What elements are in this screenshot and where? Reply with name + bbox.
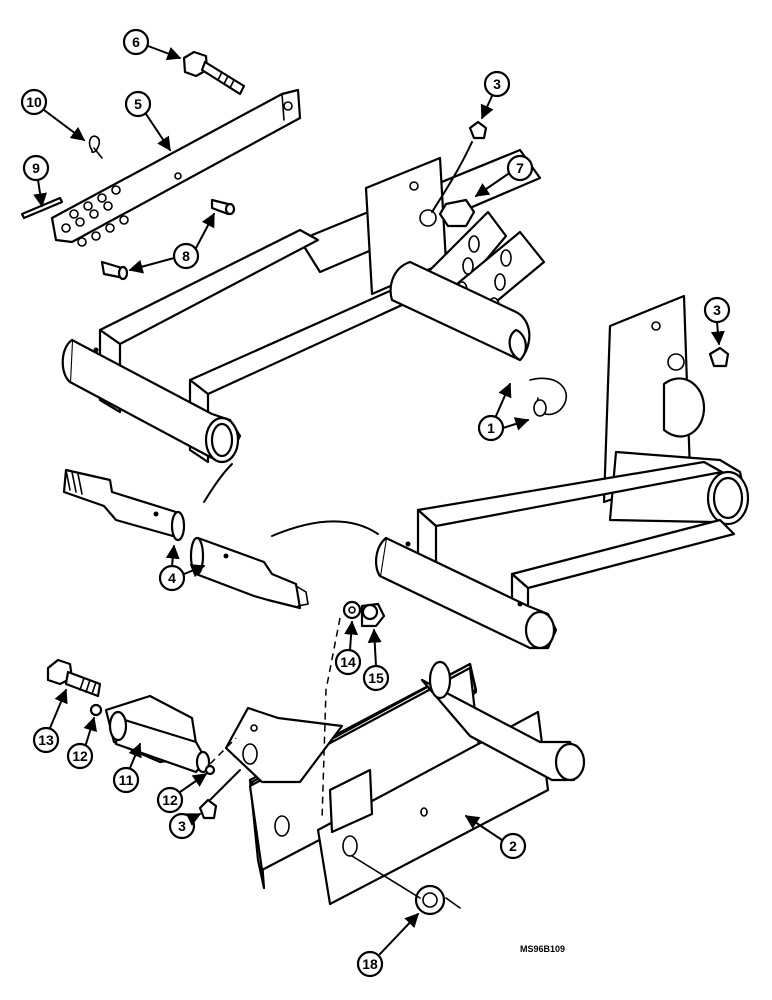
clip-part-10: [88, 135, 103, 159]
svg-text:5: 5: [134, 96, 142, 112]
svg-text:12: 12: [162, 792, 178, 808]
callout-10: 10: [20, 88, 86, 141]
callout-7: 7: [474, 154, 534, 197]
callout-13: 13: [32, 688, 68, 754]
bolt-part-6: [182, 50, 246, 96]
callout-18: 18: [356, 912, 419, 978]
diagram-code: MS96B109: [520, 944, 565, 954]
callout-8: 8: [128, 212, 215, 274]
callout-3-right: 3: [703, 296, 731, 346]
callout-14: 14: [334, 620, 362, 676]
frame-part-1: [61, 148, 750, 650]
svg-text:13: 13: [38, 732, 54, 748]
svg-text:18: 18: [362, 956, 378, 972]
callout-6: 6: [122, 28, 182, 61]
shafts-part-4: [62, 468, 309, 610]
svg-text:14: 14: [340, 654, 356, 670]
bolt-part-13: [46, 658, 102, 698]
callout-11: 11: [112, 742, 142, 794]
pivot-part-11: [104, 694, 211, 774]
svg-text:8: 8: [182, 248, 190, 264]
svg-text:3: 3: [493, 76, 501, 92]
washer-part-12: [89, 703, 216, 776]
callout-2: 2: [464, 815, 527, 860]
svg-text:15: 15: [368, 670, 384, 686]
svg-text:4: 4: [168, 570, 176, 586]
svg-text:1: 1: [487, 420, 495, 436]
callout-4: 4: [158, 544, 206, 592]
callout-12-right: 12: [156, 773, 208, 814]
callout-15: 15: [362, 628, 390, 692]
svg-text:3: 3: [713, 302, 721, 318]
svg-text:3: 3: [178, 818, 186, 834]
callout-3-lower: 3: [168, 812, 202, 840]
svg-text:6: 6: [132, 34, 140, 50]
nut-part-3-right: [708, 346, 730, 368]
washer-part-14: [342, 600, 362, 620]
pins-part-8: [100, 198, 236, 281]
nut-part-3-top: [468, 120, 488, 140]
svg-text:7: 7: [516, 160, 524, 176]
callout-1: 1: [477, 382, 530, 442]
callout-5: 5: [124, 90, 171, 152]
bracket-part-2: [224, 660, 586, 906]
svg-text:12: 12: [72, 748, 88, 764]
nut-part-7: [438, 198, 476, 228]
plate-part-5: [50, 88, 302, 247]
callout-3-top: 3: [480, 70, 511, 120]
svg-text:10: 10: [26, 94, 42, 110]
bushing-part-18: [414, 884, 461, 916]
nut-part-15: [360, 602, 386, 628]
nut-part-3-lower: [198, 798, 218, 820]
pin-part-9: [20, 196, 64, 220]
svg-text:11: 11: [119, 772, 134, 788]
svg-text:9: 9: [32, 160, 40, 176]
callout-12-left: 12: [66, 716, 97, 770]
callout-3-mid: [431, 141, 473, 213]
callout-9: 9: [22, 154, 50, 208]
svg-text:2: 2: [509, 838, 517, 854]
